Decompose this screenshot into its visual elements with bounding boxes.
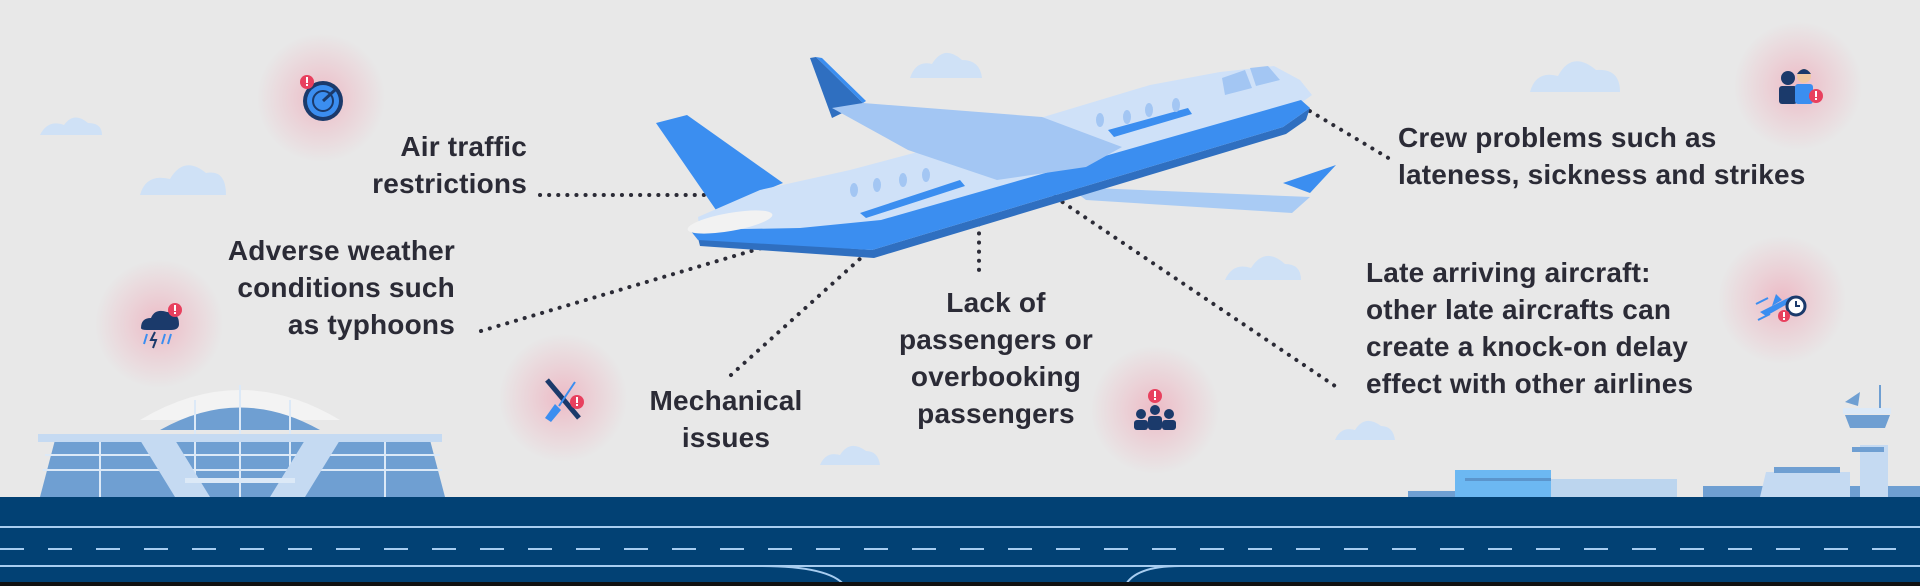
cloud (910, 52, 982, 78)
label-weather: Adverse weather conditions such as typho… (228, 232, 455, 343)
label-line: other late aircrafts can (1366, 294, 1672, 325)
label-line: create a knock-on delay (1366, 331, 1689, 362)
storm-alert-icon (94, 259, 224, 389)
passengers-alert-icon (1090, 345, 1220, 475)
wing-flap (1108, 108, 1192, 137)
cloud (820, 445, 880, 465)
leader-weather (479, 231, 814, 333)
cloud (1335, 420, 1395, 440)
terminal-building (38, 385, 445, 497)
airport-buildings (1408, 385, 1920, 497)
leader-mechanical (729, 246, 874, 377)
runway (0, 497, 1920, 586)
label-passengers: Lack of passengers or overbooking passen… (876, 284, 1116, 432)
leader-late-aircraft (1053, 195, 1337, 388)
right-stabilizer (1283, 165, 1336, 193)
engine (687, 210, 773, 234)
cloud (1530, 61, 1620, 92)
main-wing (832, 103, 1122, 180)
label-line: as typhoons (287, 309, 455, 340)
label-late-aircraft: Late arriving aircraft: other late aircr… (1366, 254, 1693, 402)
cloud (40, 117, 102, 135)
cockpit-window (1222, 70, 1252, 95)
label-line: conditions such (237, 272, 455, 303)
label-air-traffic: Air traffic restrictions (372, 128, 527, 202)
label-line: Adverse weather (227, 235, 455, 266)
fuselage-stripe (690, 100, 1310, 250)
tail-fin-front (816, 57, 866, 103)
label-line: Mechanical (649, 385, 803, 416)
leader-crew (1261, 81, 1392, 161)
tail-fin (810, 57, 863, 118)
radar-alert-icon (256, 33, 386, 163)
wing-flap-rear (860, 180, 965, 218)
label-line: passengers or (898, 324, 1094, 355)
label-line: Lack of (946, 287, 1046, 318)
tools-alert-icon (498, 333, 628, 463)
rear-wing (656, 115, 783, 210)
label-line: Crew problems such as (1398, 122, 1717, 153)
cloud (140, 165, 226, 195)
leader-lines (479, 81, 1392, 388)
label-line: lateness, sickness and strikes (1398, 159, 1806, 190)
plane-clock-alert-icon (1717, 235, 1847, 365)
label-line: Air traffic (400, 131, 527, 162)
label-line: passengers (917, 398, 1075, 429)
windows (850, 66, 1280, 197)
label-line: issues (681, 422, 771, 453)
label-line: Late arriving aircraft: (1366, 257, 1651, 288)
far-wing (1069, 187, 1310, 213)
label-mechanical: Mechanical issues (626, 382, 826, 456)
label-line: effect with other airlines (1366, 368, 1694, 399)
cockpit-window (1250, 66, 1280, 86)
crew-alert-icon (1733, 21, 1863, 151)
clouds (40, 52, 1620, 465)
label-line: overbooking (910, 361, 1082, 392)
label-line: restrictions (372, 168, 527, 199)
label-crew: Crew problems such as lateness, sickness… (1398, 119, 1806, 193)
cloud (1225, 255, 1301, 280)
airplane (656, 57, 1336, 258)
